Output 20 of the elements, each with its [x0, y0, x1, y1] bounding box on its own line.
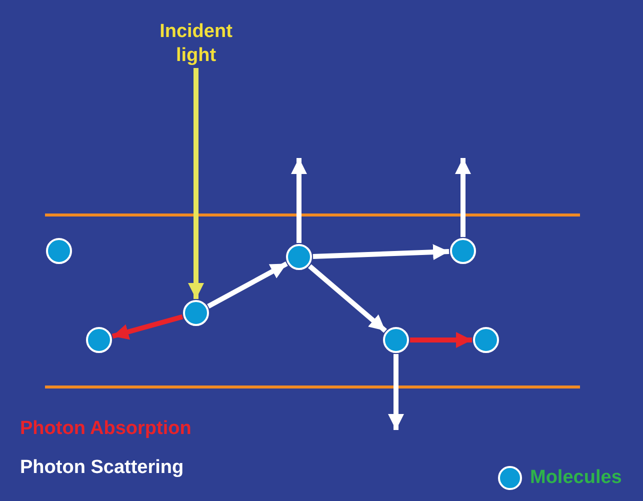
arrow: [455, 158, 471, 237]
arrow: [410, 332, 472, 348]
legend-label: Photon Scattering: [20, 457, 184, 479]
arrow: [291, 158, 307, 243]
arrow: [112, 314, 184, 340]
molecule-circle: [86, 327, 112, 353]
molecule-circle: [286, 244, 312, 270]
molecule-circle: [46, 238, 72, 264]
arrow: [312, 244, 450, 260]
legend-label: Molecules: [530, 467, 622, 489]
molecule-circle: [473, 327, 499, 353]
arrow: [308, 264, 387, 333]
arrow: [207, 262, 288, 308]
arrow: [388, 354, 404, 430]
arrow: [188, 68, 204, 299]
incident-light-label: Incident light: [146, 20, 246, 68]
legend-label: Photon Absorption: [20, 418, 192, 440]
molecule-circle: [183, 300, 209, 326]
molecule-circle: [383, 327, 409, 353]
molecule-circle: [450, 238, 476, 264]
